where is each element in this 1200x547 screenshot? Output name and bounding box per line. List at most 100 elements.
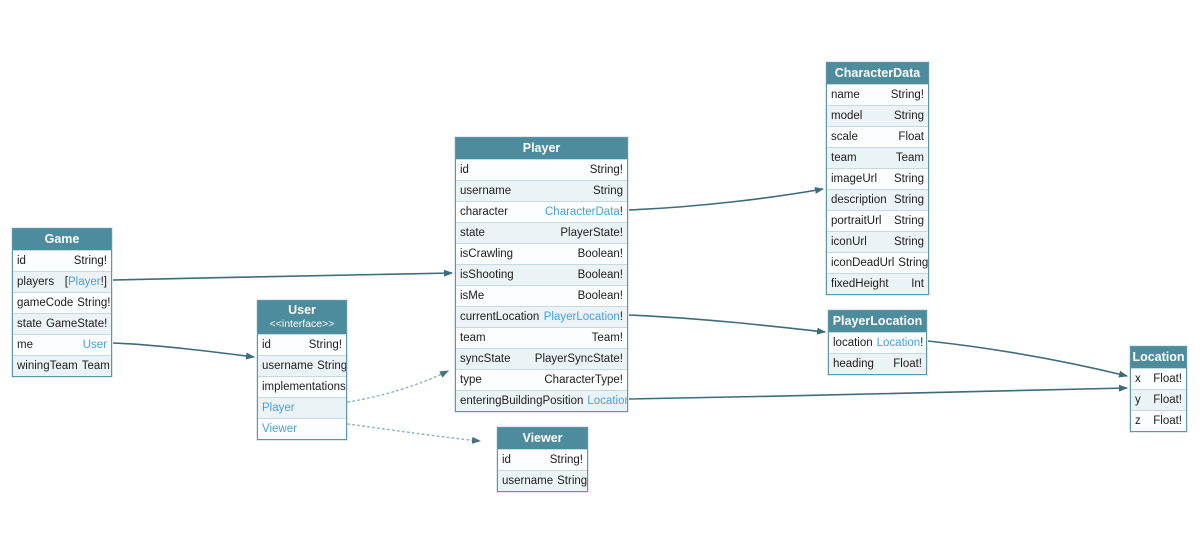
entity-header-playerlocation[interactable]: PlayerLocation <box>829 311 926 332</box>
field-type: PlayerLocation! <box>543 311 623 323</box>
entity-header-user[interactable]: User <<interface>> <box>258 301 346 334</box>
entity-title: PlayerLocation <box>832 314 923 328</box>
entity-header-characterdata[interactable]: CharacterData <box>827 63 928 84</box>
entity-header-game[interactable]: Game <box>13 229 111 250</box>
edge-player-character-to-characterdata <box>628 186 824 211</box>
field-type: Location! <box>876 337 924 349</box>
field-name: location <box>833 337 873 349</box>
field-name: Player <box>262 402 295 414</box>
field-type: String <box>893 194 924 206</box>
field-name: iconUrl <box>831 236 867 248</box>
field-row-heading[interactable]: heading Float! <box>829 353 926 374</box>
field-name: heading <box>833 358 874 370</box>
field-row-player[interactable]: Player <box>258 397 346 418</box>
field-row-imageurl[interactable]: imageUrl String <box>827 168 928 189</box>
edge-user-viewer-to-viewer <box>347 423 481 444</box>
field-type: PlayerState! <box>560 227 623 239</box>
field-type: [Player!] <box>64 276 107 288</box>
entity-title: Viewer <box>522 431 563 445</box>
field-row-me[interactable]: me User <box>13 334 111 355</box>
field-name: id <box>17 255 26 267</box>
type-link[interactable]: CharacterData <box>545 206 620 218</box>
type-link[interactable]: Player <box>68 276 101 288</box>
field-type: Float <box>898 131 924 143</box>
edge-player-enteringbuildingposition-to-location <box>628 384 1128 400</box>
type-link[interactable]: PlayerLocation <box>543 311 620 323</box>
field-row-viewer[interactable]: Viewer <box>258 418 346 439</box>
field-name: z <box>1135 415 1141 427</box>
field-row-implementations[interactable]: implementations <box>258 376 346 397</box>
field-name: id <box>502 454 511 466</box>
field-name: x <box>1135 373 1141 385</box>
field-type: Float! <box>893 358 922 370</box>
field-name: description <box>831 194 887 206</box>
entity-header-viewer[interactable]: Viewer <box>498 428 587 449</box>
entity-header-location[interactable]: Location <box>1131 347 1186 368</box>
entity-title: CharacterData <box>834 66 921 80</box>
entity-header-player[interactable]: Player <box>456 138 627 159</box>
field-row-scale[interactable]: scale Float <box>827 126 928 147</box>
edge-game-me-to-user <box>112 342 255 360</box>
field-type: GameState! <box>45 318 108 330</box>
field-type: CharacterData! <box>545 206 623 218</box>
field-type: String! <box>77 297 111 309</box>
field-name: team <box>460 332 486 344</box>
edge-player-currentlocation-to-playerlocation <box>628 314 826 335</box>
type-link[interactable]: Location <box>876 337 921 349</box>
field-name: imageUrl <box>831 173 878 185</box>
field-name: Viewer <box>262 423 297 435</box>
field-name: me <box>17 339 33 351</box>
field-type: String <box>893 173 924 185</box>
field-row-description[interactable]: description String <box>827 189 928 210</box>
field-row-players[interactable]: players [Player!] <box>13 271 111 292</box>
type-link[interactable]: User <box>82 339 107 351</box>
field-type: String <box>317 360 346 372</box>
field-name: players <box>17 276 55 288</box>
type-link[interactable]: Location <box>587 395 627 407</box>
field-type: Boolean! <box>577 248 623 260</box>
field-name: scale <box>831 131 858 143</box>
